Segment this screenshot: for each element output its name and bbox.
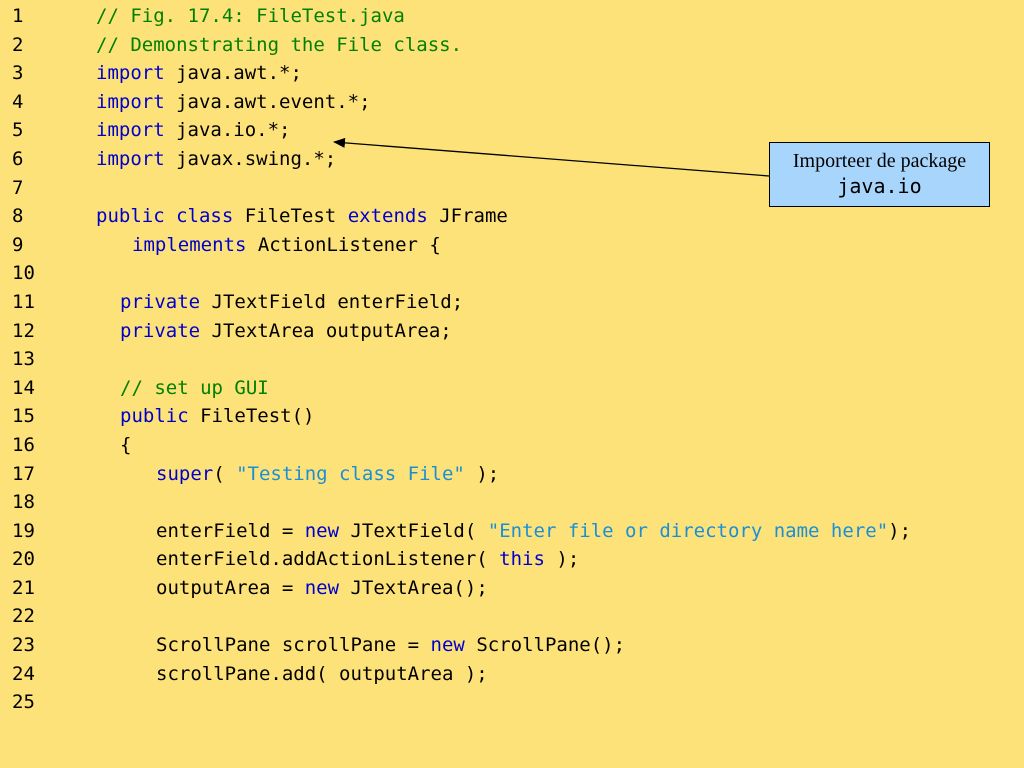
- code-token: ScrollPane scrollPane =: [156, 634, 431, 657]
- line-number: 15: [12, 405, 35, 428]
- code-text: private JTextArea outputArea;: [120, 317, 452, 346]
- code-token: [165, 205, 176, 227]
- keyword: new: [304, 519, 340, 542]
- keyword: new: [304, 576, 340, 599]
- code-text: ScrollPane scrollPane = new ScrollPane()…: [156, 631, 625, 660]
- line-number: 22: [12, 605, 35, 628]
- code-token: JTextField(: [339, 519, 488, 542]
- callout-title: Importeer de package: [792, 150, 967, 172]
- code-token: JTextArea();: [339, 576, 488, 599]
- string-literal: "Enter file or directory name here": [487, 519, 889, 542]
- code-token: JFrame: [427, 205, 508, 228]
- line-number: 19: [12, 519, 35, 542]
- code-token: ActionListener {: [246, 233, 441, 256]
- code-text: // set up GUI: [120, 374, 269, 403]
- keyword: import: [96, 62, 165, 85]
- code-token: FileTest(): [188, 405, 315, 428]
- code-token: enterField =: [156, 519, 305, 542]
- code-token: );: [544, 548, 580, 571]
- keyword: this: [499, 548, 545, 571]
- line-number: 7: [12, 176, 24, 199]
- line-number: 11: [12, 290, 35, 313]
- code-text: {: [120, 431, 131, 460]
- line-number: 17: [12, 462, 35, 485]
- code-token: ScrollPane();: [464, 634, 626, 657]
- code-token: java.awt.*;: [164, 62, 302, 85]
- line-number: 18: [12, 491, 35, 514]
- line-number: 3: [12, 62, 24, 85]
- callout-box: Importeer de package java.io: [769, 142, 990, 207]
- code-text: // Demonstrating the File class.: [96, 31, 462, 60]
- code-token: {: [120, 433, 132, 456]
- code-token: scrollPane.add( outputArea );: [156, 662, 488, 685]
- line-number: 23: [12, 634, 35, 657]
- comment: // Fig. 17.4: FileTest.java: [96, 5, 405, 27]
- code-token: );: [464, 462, 500, 485]
- code-token: (: [213, 462, 237, 485]
- keyword: extends: [347, 205, 428, 228]
- code-text: // Fig. 17.4: FileTest.java: [96, 2, 405, 31]
- keyword: private: [120, 290, 201, 313]
- comment: // set up GUI: [120, 376, 269, 399]
- line-number: 6: [12, 147, 24, 170]
- code-token: JTextField enterField;: [200, 290, 464, 313]
- code-text: scrollPane.add( outputArea );: [156, 660, 488, 689]
- keyword: new: [430, 634, 465, 657]
- code-token: FileTest: [233, 205, 348, 228]
- line-number: 1: [12, 5, 24, 27]
- code-text: public FileTest(): [120, 402, 314, 431]
- line-number: 16: [12, 433, 35, 456]
- comment: // Demonstrating the File class.: [96, 33, 463, 56]
- string-literal: "Testing class File": [236, 462, 465, 485]
- code-token: );: [888, 519, 912, 542]
- line-number: 25: [12, 691, 35, 714]
- line-number: 24: [12, 662, 35, 685]
- arrow-line: [333, 137, 770, 177]
- code-text: import java.awt.event.*;: [96, 88, 371, 117]
- code-text: import java.awt.*;: [96, 59, 302, 88]
- keyword: public: [96, 205, 165, 228]
- keyword: import: [96, 90, 165, 113]
- code-text: enterField = new JTextField( "Enter file…: [156, 517, 911, 546]
- line-number: 13: [12, 348, 35, 371]
- line-number: 20: [12, 548, 35, 571]
- code-text: import javax.swing.*;: [96, 145, 336, 174]
- keyword: implements: [132, 233, 247, 256]
- code-text: outputArea = new JTextArea();: [156, 574, 488, 603]
- code-text: public class FileTest extends JFrame: [96, 202, 508, 231]
- code-text: private JTextField enterField;: [120, 288, 463, 317]
- line-number: 5: [12, 119, 24, 142]
- line-number: 21: [12, 576, 35, 599]
- line-number: 9: [12, 233, 24, 256]
- code-text: super( "Testing class File" );: [156, 460, 499, 489]
- keyword: public: [120, 405, 189, 428]
- line-number: 14: [12, 376, 35, 399]
- line-number: 4: [12, 90, 24, 113]
- keyword: class: [176, 205, 234, 228]
- code-text: implements ActionListener {: [132, 231, 441, 260]
- line-number: 12: [12, 319, 35, 342]
- code-token: java.io.*;: [164, 119, 291, 142]
- code-token: javax.swing.*;: [164, 147, 337, 170]
- keyword: super: [156, 462, 214, 485]
- keyword: private: [120, 319, 201, 342]
- line-number: 2: [12, 33, 24, 56]
- code-text: enterField.addActionListener( this );: [156, 545, 579, 574]
- keyword: import: [96, 147, 165, 170]
- code-text: import java.io.*;: [96, 116, 290, 145]
- keyword: import: [96, 119, 165, 142]
- code-token: enterField.addActionListener(: [156, 548, 500, 571]
- code-token: JTextArea outputArea;: [200, 319, 452, 342]
- code-token: java.awt.event.*;: [164, 90, 371, 113]
- callout-code: java.io: [837, 174, 922, 198]
- line-number: 10: [12, 262, 35, 285]
- line-number: 8: [12, 205, 24, 228]
- code-token: outputArea =: [156, 576, 305, 599]
